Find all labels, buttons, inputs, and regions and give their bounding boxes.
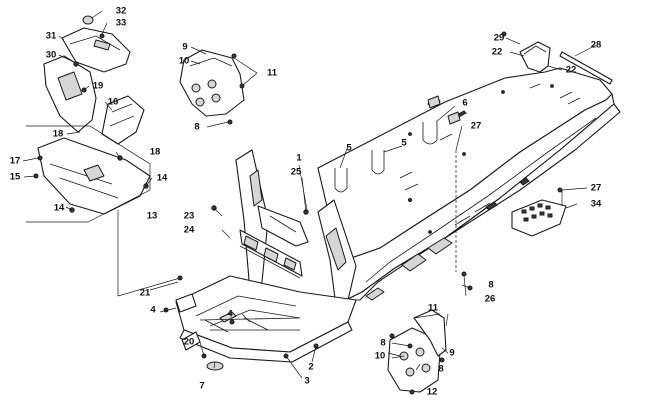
u-bolt-5-left xyxy=(334,168,348,193)
callout-34: 34 xyxy=(591,199,602,210)
callout-8c: 8 xyxy=(380,338,385,349)
callout-4a: 4 xyxy=(150,305,156,316)
callout-5a: 5 xyxy=(346,143,352,154)
rear-bumper xyxy=(519,41,613,85)
callout-8d: 8 xyxy=(438,364,443,375)
callouts: 1 2 3 4 4 5 5 6 7 8 8 8 8 9 9 10 10 11 1… xyxy=(10,6,602,398)
callout-18a: 18 xyxy=(53,129,64,140)
steering-support-plate xyxy=(26,15,151,223)
callout-19: 19 xyxy=(93,81,104,92)
leader-lines xyxy=(22,10,597,393)
callout-31: 31 xyxy=(46,31,57,42)
callout-22b: 22 xyxy=(566,65,577,76)
side-plate-lower xyxy=(387,309,447,395)
callout-2: 2 xyxy=(308,362,313,373)
callout-26: 26 xyxy=(485,294,496,305)
callout-13: 13 xyxy=(147,211,158,222)
callout-4b: 4 xyxy=(227,309,233,320)
callout-11a: 11 xyxy=(267,68,278,79)
callout-29: 29 xyxy=(494,33,505,44)
callout-27a: 27 xyxy=(471,121,482,132)
u-bolt-6 xyxy=(422,122,438,145)
callout-28: 28 xyxy=(591,40,602,51)
callout-17: 17 xyxy=(10,156,21,167)
callout-16: 16 xyxy=(108,97,119,108)
callout-14a: 14 xyxy=(157,173,168,184)
callout-7: 7 xyxy=(199,381,204,392)
callout-33: 33 xyxy=(116,18,127,29)
callout-1: 1 xyxy=(296,153,302,164)
u-bolt-5-right xyxy=(371,150,385,175)
callout-9b: 9 xyxy=(449,348,454,359)
side-plate-upper xyxy=(179,49,245,125)
callout-15: 15 xyxy=(10,172,21,183)
tunnel xyxy=(317,67,621,301)
callout-3: 3 xyxy=(304,376,309,387)
callout-6: 6 xyxy=(462,98,467,109)
callout-20: 20 xyxy=(184,337,195,348)
callout-5b: 5 xyxy=(401,138,407,149)
rear-plate-34 xyxy=(511,199,567,237)
callout-12: 12 xyxy=(427,387,438,398)
callout-10a: 10 xyxy=(179,56,190,67)
callout-8a: 8 xyxy=(194,122,199,133)
callout-11b: 11 xyxy=(428,303,439,314)
callout-30: 30 xyxy=(46,50,57,61)
callout-10b: 10 xyxy=(375,351,386,362)
front-frame xyxy=(235,149,357,307)
callout-9a: 9 xyxy=(182,42,187,53)
callout-23: 23 xyxy=(184,211,195,222)
callout-25: 25 xyxy=(291,167,302,178)
callout-18b: 18 xyxy=(150,147,161,158)
callout-22a: 22 xyxy=(492,47,503,58)
callout-14b: 14 xyxy=(54,203,65,214)
callout-32: 32 xyxy=(116,6,127,17)
callout-21: 21 xyxy=(140,288,151,299)
belly-pan xyxy=(175,275,357,363)
callout-27b: 27 xyxy=(591,183,602,194)
callout-8b: 8 xyxy=(488,280,493,291)
callout-24: 24 xyxy=(184,225,195,236)
